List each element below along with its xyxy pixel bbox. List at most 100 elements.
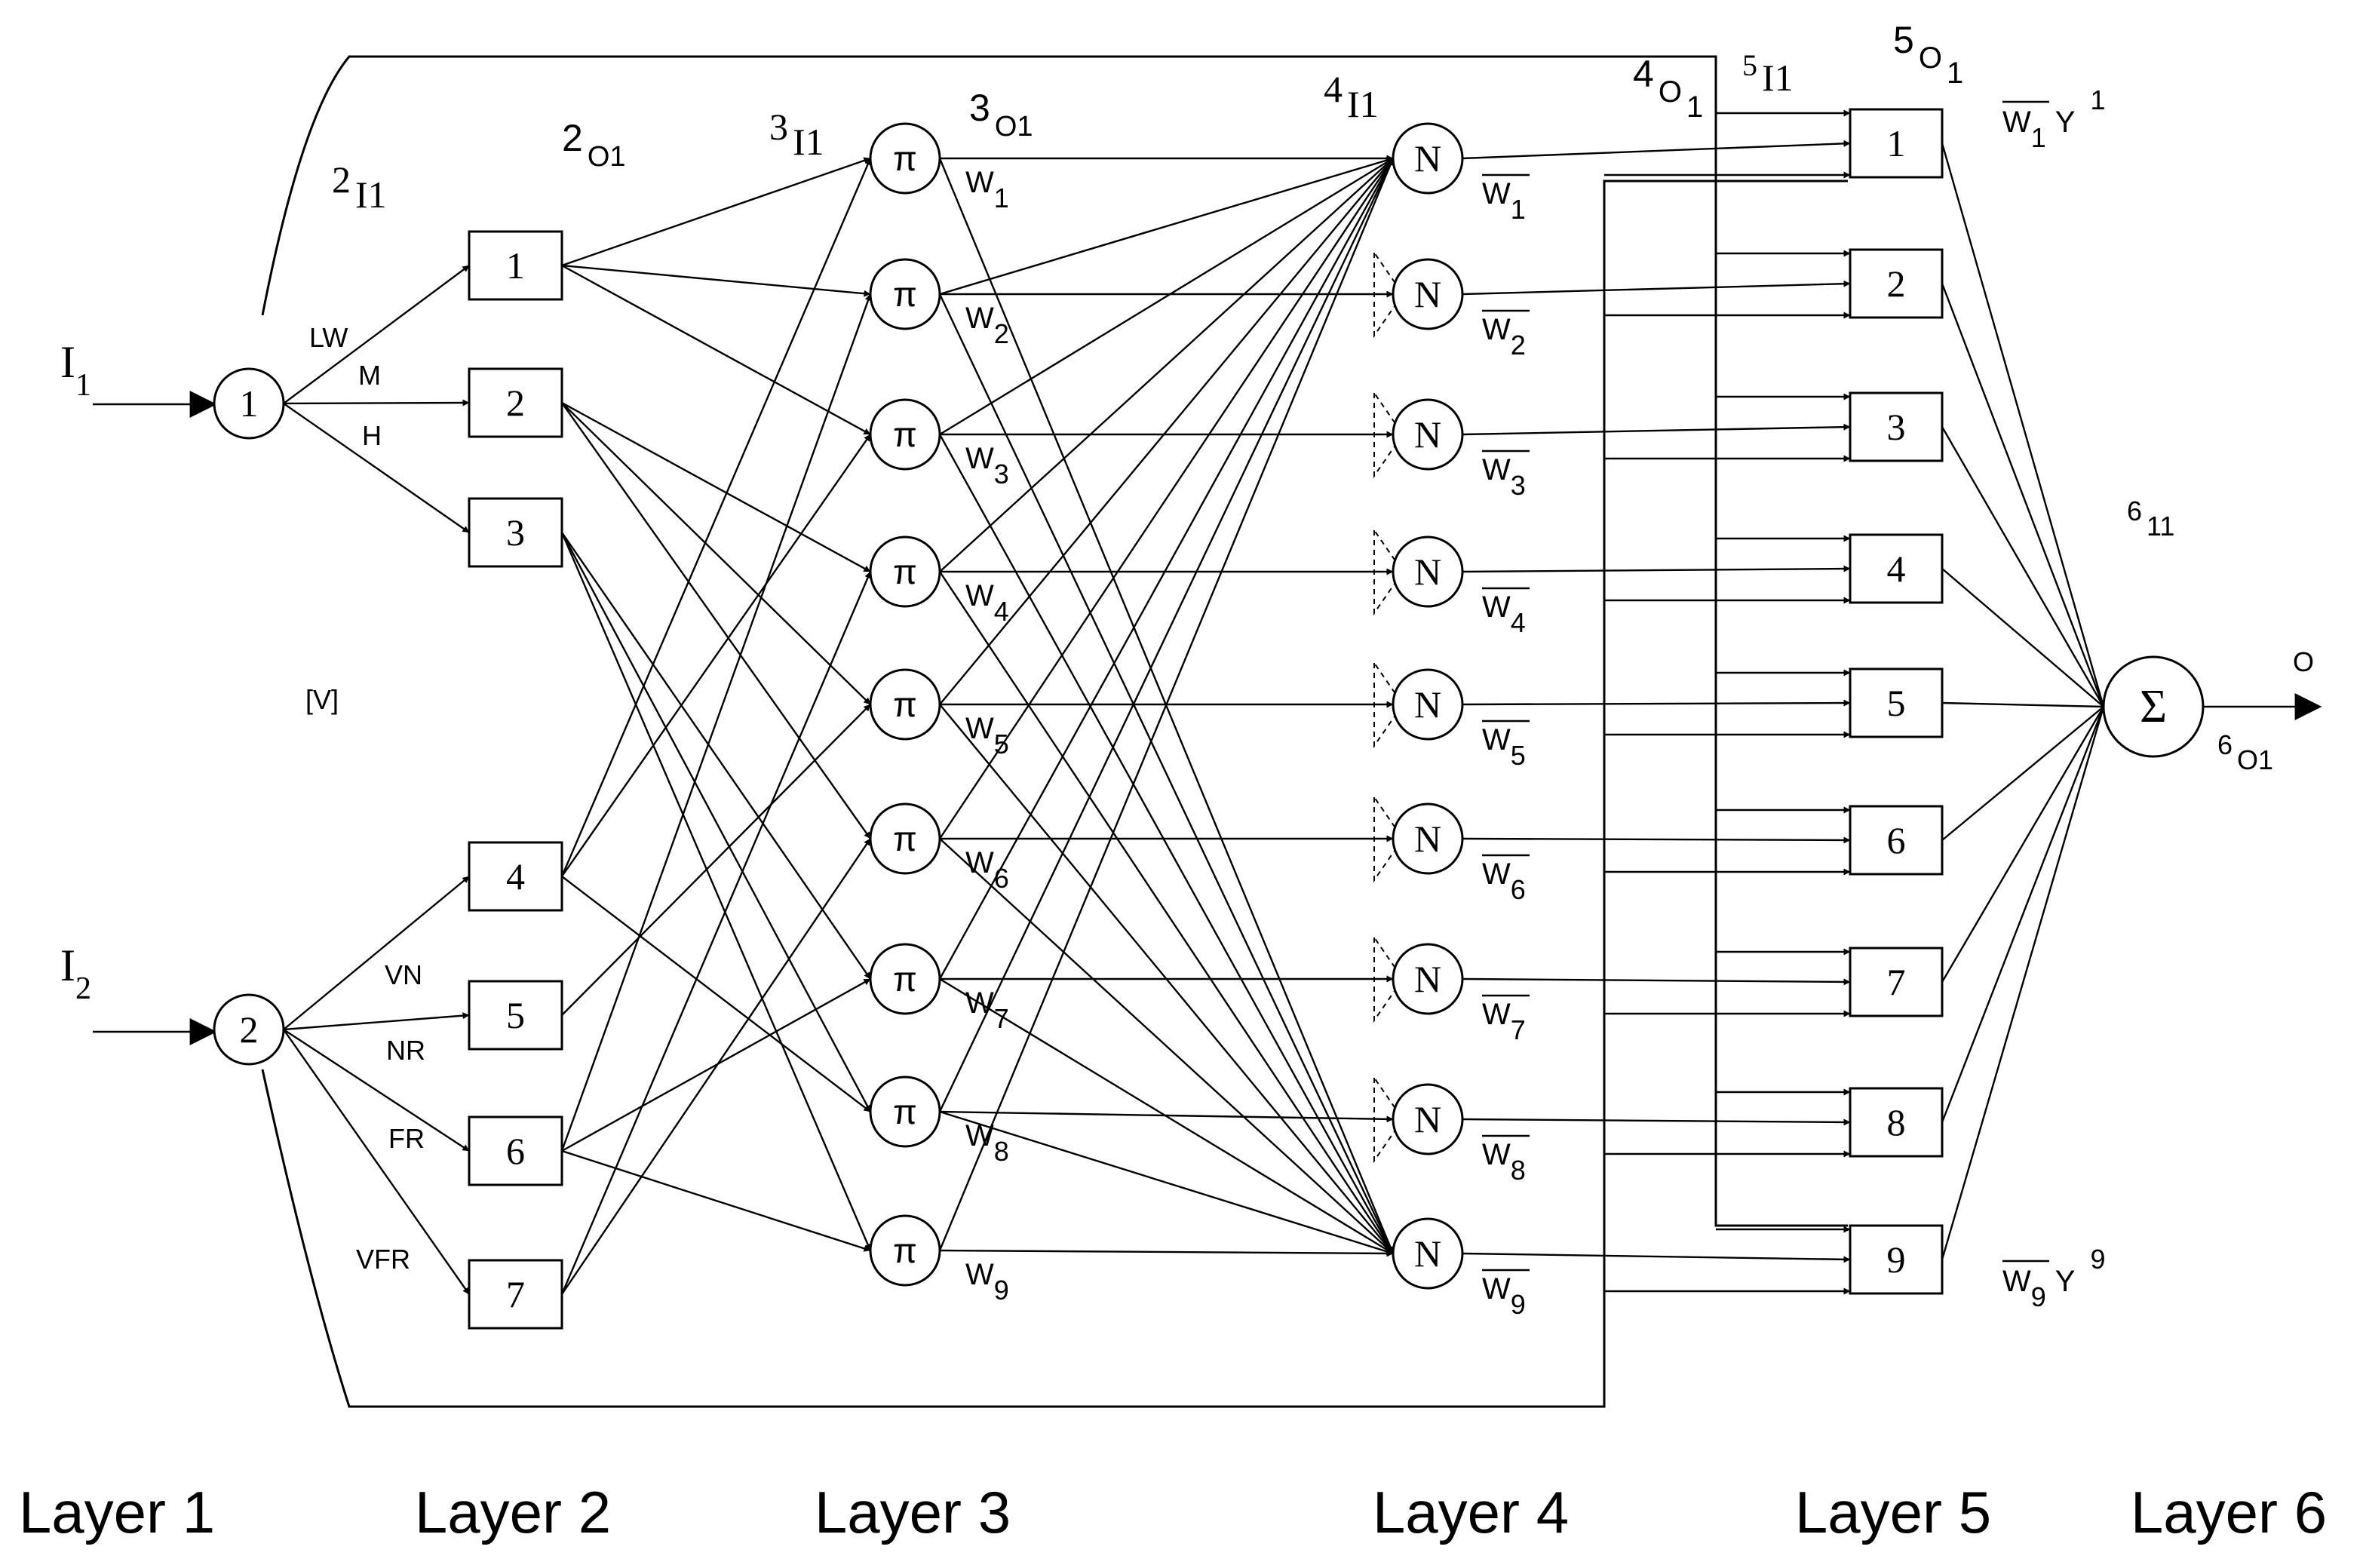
norm-edge	[939, 571, 1394, 1254]
normalise-node	[1392, 802, 1464, 875]
rule-edge	[561, 1149, 871, 1252]
weight-label: W2	[965, 302, 1009, 349]
consequent-node-label: 4	[1887, 548, 1906, 590]
normalise-node-label: N	[1414, 551, 1441, 593]
product-node	[869, 668, 941, 741]
normalise-node-label: N	[1414, 818, 1441, 860]
weight-edge	[1462, 699, 1851, 707]
product-node	[869, 122, 941, 195]
weight-label: W7	[965, 987, 1009, 1034]
input-label: I2	[60, 940, 91, 1006]
layer-caption: Layer 4	[1373, 1479, 1569, 1545]
weight-label: W8	[965, 1119, 1009, 1167]
sum-edge	[1941, 143, 2105, 707]
consequent-node-label: 3	[1887, 406, 1906, 448]
norm-weight-label: W1	[1482, 177, 1526, 225]
weight-edge	[1462, 565, 1851, 573]
product-node-label: π	[893, 819, 917, 858]
product-node-label: π	[893, 959, 917, 999]
mf-label: FR	[388, 1123, 425, 1154]
consequent-node-label: 9	[1887, 1238, 1906, 1281]
product-node	[869, 535, 941, 608]
mf-edge	[283, 1029, 470, 1295]
dashed-gate	[1373, 660, 1404, 749]
rule-edge	[561, 838, 871, 1295]
mf-edge	[283, 399, 470, 407]
rule-edge	[561, 704, 871, 1016]
normalise-node-label: N	[1414, 413, 1441, 456]
product-node	[869, 258, 941, 330]
sum-edge	[1941, 706, 2104, 841]
normalise-node	[1392, 1217, 1464, 1290]
consequent-node	[1849, 805, 1944, 876]
mf-edge	[283, 403, 470, 533]
rule-edge	[560, 293, 872, 1152]
weight-edge	[1462, 1118, 1851, 1126]
norm-edge	[938, 293, 1395, 1254]
mf-label: H	[362, 420, 382, 451]
normalise-node	[1392, 668, 1464, 741]
rule-edge	[560, 532, 872, 1251]
membership-node-label: 2	[506, 382, 525, 424]
consequent-node	[1849, 667, 1944, 738]
weight-edge	[1462, 423, 1851, 436]
rule-edge	[561, 977, 871, 1152]
norm-edge	[939, 157, 1394, 296]
norm-edge	[939, 158, 1394, 839]
mf-label: VN	[385, 959, 422, 990]
sum-edge	[1941, 706, 2105, 1123]
norm-edge	[938, 158, 1395, 1251]
rule-edge	[561, 264, 871, 297]
product-node	[869, 802, 941, 875]
consequent-node-label: 2	[1887, 262, 1906, 305]
weight-edge	[1462, 280, 1851, 296]
mf-edge	[283, 1028, 470, 1152]
norm-edge	[939, 158, 1394, 705]
norm-weight-label: W3	[1482, 453, 1526, 501]
mf-edge	[283, 1012, 470, 1031]
weight-label: W3	[965, 442, 1009, 489]
norm-edge	[938, 434, 1395, 1254]
membership-node	[468, 1259, 563, 1330]
membership-node-label: 5	[506, 994, 525, 1036]
mf-label: M	[358, 360, 381, 391]
consequent-node	[1849, 391, 1944, 462]
product-node-label: π	[893, 1092, 917, 1131]
mf-label: LW	[309, 322, 348, 353]
normalise-node	[1392, 398, 1464, 471]
product-node-label: π	[893, 139, 917, 178]
rule-edge	[561, 264, 871, 436]
norm-edge	[939, 1110, 1394, 1255]
product-node-label: π	[893, 685, 917, 724]
membership-node-label: 1	[506, 244, 525, 287]
input-node	[213, 367, 285, 440]
weight-label: W1	[965, 166, 1009, 213]
norm-weight-label: W5	[1482, 723, 1526, 771]
rule-edge	[561, 402, 871, 839]
normalise-node-label: N	[1414, 683, 1441, 726]
consequent-node-label: 7	[1887, 961, 1906, 1003]
dashed-gate	[1373, 527, 1404, 616]
mf-label: VFR	[356, 1244, 410, 1275]
norm-weight-label: W6	[1482, 858, 1526, 905]
consequent-node-label: 5	[1887, 682, 1906, 724]
membership-node-label: 4	[506, 855, 525, 898]
mf-label: NR	[386, 1035, 425, 1066]
label-layer: 121234567πππππππππNNNNNNNNN123456789ΣI1I…	[19, 19, 2327, 1545]
normalise-node	[1392, 122, 1464, 195]
weight-edge	[1462, 836, 1851, 844]
weight-edge	[1462, 1252, 1851, 1263]
output-label: O	[2293, 646, 2314, 677]
dashed-gate	[1373, 794, 1404, 883]
rule-edge	[561, 434, 871, 877]
sum-node	[2102, 655, 2205, 758]
